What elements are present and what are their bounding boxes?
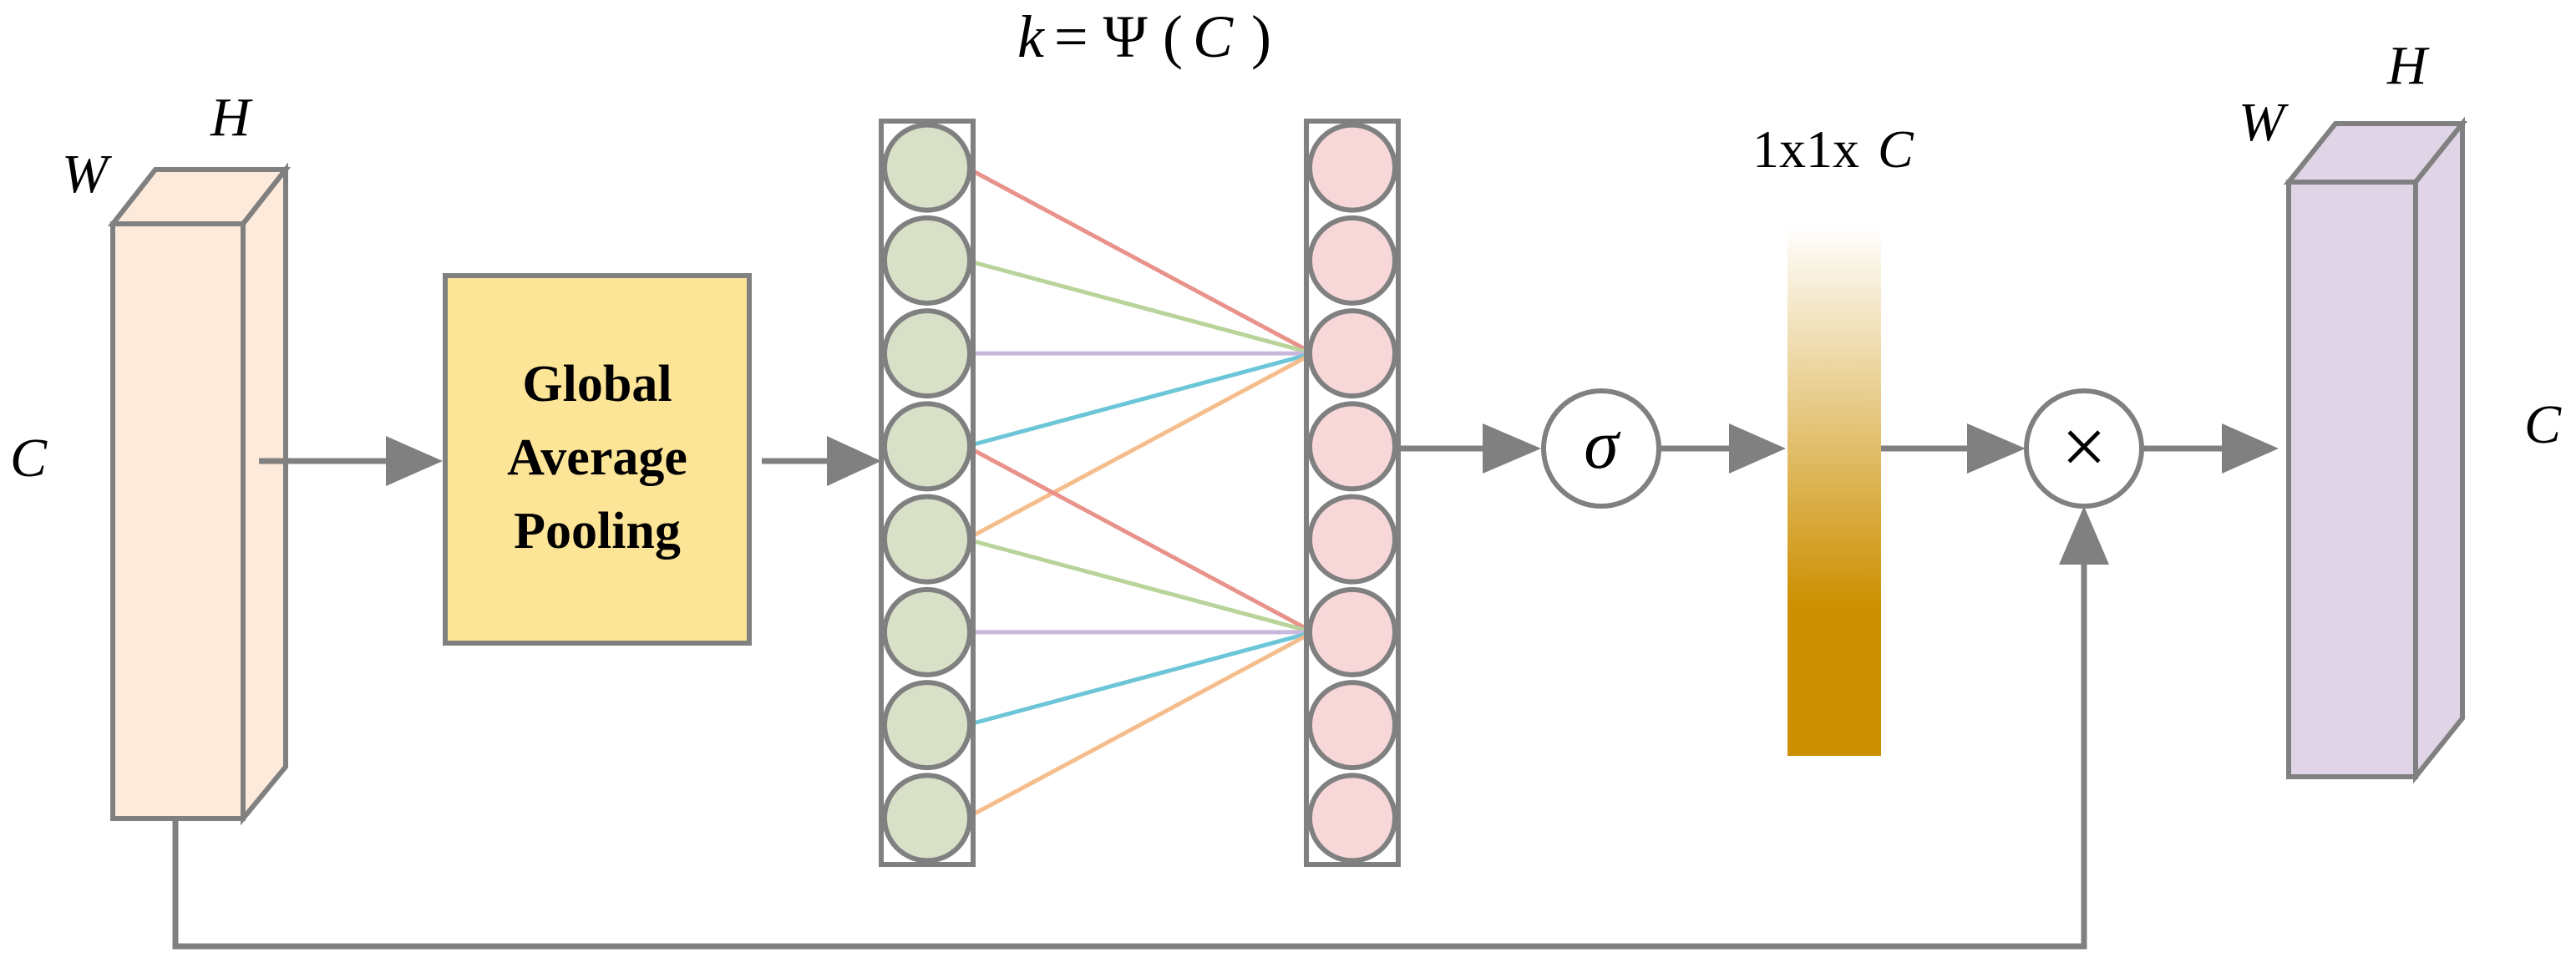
attention-dim-prefix: 1x1x xyxy=(1752,119,1859,179)
skip-connection xyxy=(172,506,2109,950)
input-h-label: H xyxy=(210,87,253,148)
formula-eq: = Ψ xyxy=(1054,3,1148,70)
conv-output-frame xyxy=(1304,119,1401,867)
conv-output-node xyxy=(1307,215,1397,306)
conv-connection-line xyxy=(965,444,1315,635)
gap-label-line-3: Pooling xyxy=(514,503,681,560)
input-tensor-side-face xyxy=(241,162,288,826)
formula-c: C xyxy=(1193,3,1234,70)
conv-input-column xyxy=(879,119,976,867)
conv-input-node xyxy=(882,494,972,585)
attention-bar xyxy=(1787,226,1881,756)
output-c-label: C xyxy=(2524,394,2562,455)
conv-connection-line xyxy=(965,630,1315,820)
skip-connection-line xyxy=(172,555,2087,950)
conv-output-node xyxy=(1307,773,1397,864)
gap-block: Global Average Pooling xyxy=(443,273,752,646)
arrow-attention-to-multiply xyxy=(1881,423,2026,474)
sigmoid-symbol: σ xyxy=(1584,406,1621,484)
multiply-node: × xyxy=(2024,388,2144,509)
conv-output-column xyxy=(1304,119,1401,867)
multiply-symbol: × xyxy=(2061,402,2107,491)
conv-connection-line xyxy=(965,351,1315,541)
conv-input-node xyxy=(882,215,972,306)
conv-input-node xyxy=(882,122,972,213)
arrow-conv-to-sigmoid xyxy=(1398,423,1541,474)
gap-label-line-2: Average xyxy=(507,429,687,486)
arrow-sigmoid-to-attention xyxy=(1659,423,1786,474)
conv-output-node xyxy=(1307,122,1397,213)
formula: k = Ψ ( C ) xyxy=(1017,3,1271,70)
gap-box xyxy=(443,273,752,646)
conv-connection-line xyxy=(966,630,1314,727)
conv-output-node xyxy=(1307,586,1397,677)
skip-connection-arrowhead xyxy=(2059,506,2109,565)
attention-dim-c: C xyxy=(1878,119,1914,179)
sigmoid-node: σ xyxy=(1541,388,1661,509)
conv-input-node xyxy=(882,308,972,399)
conv-output-node xyxy=(1307,680,1397,771)
conv-input-node xyxy=(882,680,972,771)
output-h-label: H xyxy=(2386,35,2430,96)
conv-input-node xyxy=(882,401,972,492)
conv-input-node xyxy=(882,773,972,864)
output-tensor-front-face xyxy=(2286,180,2418,779)
conv-output-node xyxy=(1307,494,1397,585)
conv-connection-line xyxy=(966,258,1314,356)
input-tensor: W H C xyxy=(10,87,292,826)
attention-vector: 1x1x C xyxy=(1752,119,1914,756)
conv-input-frame xyxy=(879,119,976,867)
input-tensor-front-face xyxy=(110,221,246,821)
conv-output-node xyxy=(1307,308,1397,399)
input-w-label: W xyxy=(62,144,112,205)
conv-connection-line xyxy=(966,537,1314,635)
formula-rparen: ) xyxy=(1251,3,1271,70)
output-tensor-side-face xyxy=(2413,116,2465,784)
conv-input-node xyxy=(882,586,972,677)
input-c-label: C xyxy=(10,428,48,489)
formula-lparen: ( xyxy=(1163,3,1183,70)
output-w-label: W xyxy=(2239,92,2289,153)
conv-connection-line xyxy=(966,351,1314,449)
gap-label-line-1: Global xyxy=(522,356,672,413)
conv-connection-lines xyxy=(965,165,1315,820)
conv-connection-line xyxy=(965,165,1315,356)
conv-output-node xyxy=(1307,401,1397,492)
arrow-multiply-to-output xyxy=(2142,423,2279,474)
arrow-gap-to-conv xyxy=(762,436,881,486)
formula-k: k xyxy=(1017,3,1046,70)
arrow-input-to-gap xyxy=(259,436,443,486)
output-tensor: W H C xyxy=(2239,35,2562,784)
